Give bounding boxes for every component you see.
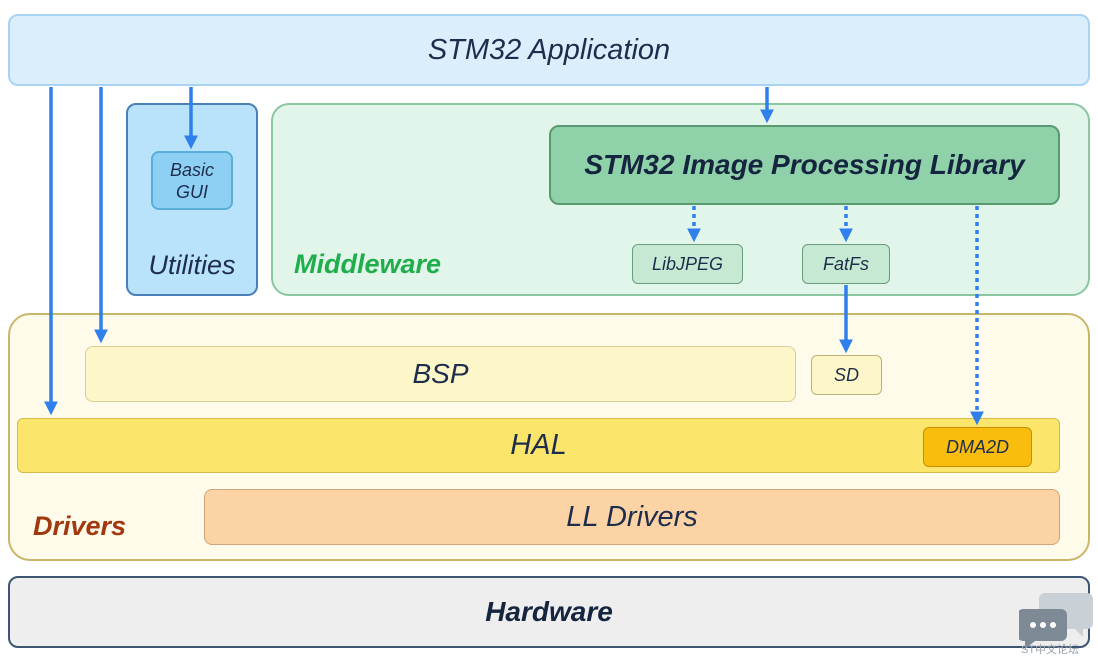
basic-gui-label-line1: Basic: [169, 159, 214, 180]
ll-drivers-label: LL Drivers: [566, 500, 698, 533]
dma2d-box: DMA2D: [923, 427, 1032, 467]
sd-label: SD: [833, 364, 859, 385]
drivers-label: Drivers: [33, 511, 127, 541]
chat-bubbles-icon: [1019, 593, 1093, 649]
bsp-box: BSP: [85, 346, 796, 402]
watermark-text: ST中文论坛: [1021, 644, 1080, 656]
utilities-label: Utilities: [148, 250, 236, 280]
basic-gui-box: Basic GUI: [151, 151, 233, 210]
ll-drivers-box: LL Drivers: [204, 489, 1060, 545]
stm32-application-label: STM32 Application: [427, 33, 671, 66]
hal-label: HAL: [510, 429, 567, 461]
libjpeg-label: LibJPEG: [651, 253, 724, 274]
basic-gui-label: Basic GUI: [170, 159, 214, 203]
basic-gui-label-line2: GUI: [175, 181, 208, 202]
fatfs-box: FatFs: [802, 244, 890, 284]
image-processing-library-label: STM32 Image Processing Library: [584, 149, 1025, 180]
hal-box: HAL: [17, 418, 1060, 473]
hardware-label: Hardware: [485, 596, 613, 627]
stm32-application-layer: STM32 Application: [8, 14, 1090, 86]
image-processing-library-box: STM32 Image Processing Library: [549, 125, 1060, 205]
libjpeg-box: LibJPEG: [632, 244, 743, 284]
fatfs-label: FatFs: [822, 253, 869, 274]
hardware-layer: Hardware: [8, 576, 1090, 648]
sd-box: SD: [811, 355, 882, 395]
bsp-label: BSP: [412, 358, 469, 389]
middleware-label: Middleware: [294, 249, 442, 279]
dma2d-label: DMA2D: [945, 436, 1009, 457]
